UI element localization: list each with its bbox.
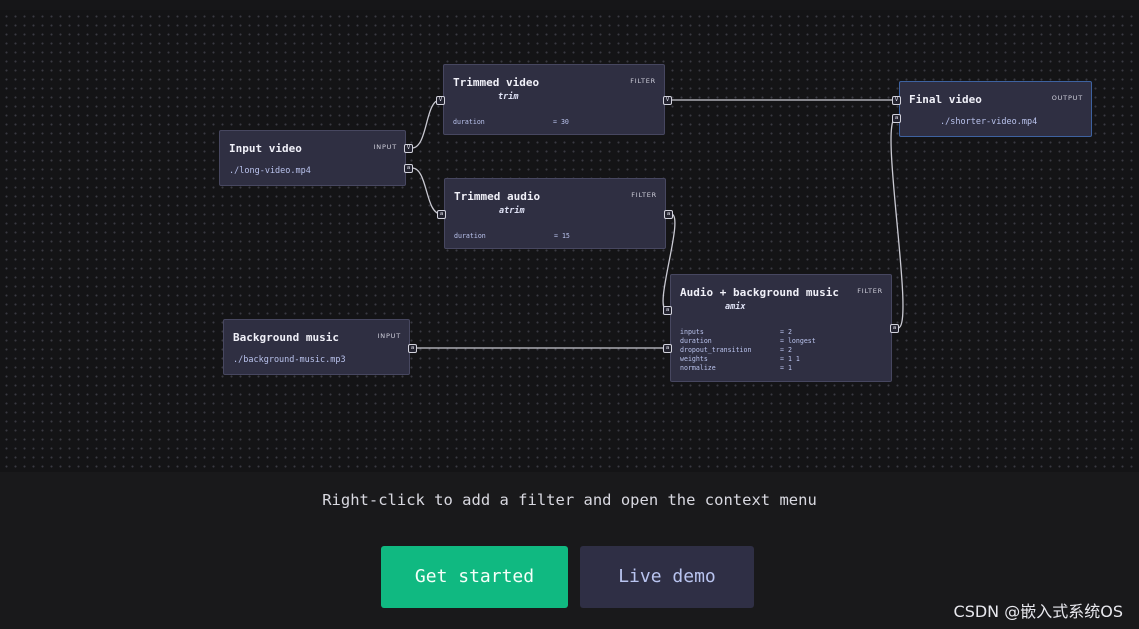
node-title: Final video [909, 93, 982, 106]
csdn-watermark: CSDN @嵌入式系统OS [953, 602, 1123, 621]
node-title: Trimmed audio [454, 190, 541, 203]
param-name: duration [453, 118, 485, 126]
param-name: dropout_transition [680, 346, 752, 354]
port-trim-out[interactable]: V [663, 96, 672, 105]
context-menu-hint: Right-click to add a filter and open the… [322, 491, 817, 509]
node-type-label: FILTER [630, 77, 656, 85]
node-type-label: FILTER [857, 287, 883, 295]
node-type-label: INPUT [377, 332, 401, 340]
output-file-path: ./shorter-video.mp4 [940, 117, 1038, 127]
node-audio-mix[interactable]: Audio + background music FILTER amix inp… [670, 274, 892, 382]
node-type-label: FILTER [631, 191, 657, 199]
node-background-music[interactable]: Background music INPUT ./background-musi… [223, 319, 410, 375]
param-name: duration [454, 232, 486, 240]
port-atrim-out[interactable]: a [664, 210, 673, 219]
port-input-video-out[interactable]: V [404, 144, 413, 153]
node-input-video[interactable]: Input video INPUT ./long-video.mp4 [219, 130, 406, 186]
port-atrim-in[interactable]: a [437, 210, 446, 219]
param-name: normalize [680, 364, 716, 372]
param-value[interactable]: = 2 [780, 328, 792, 336]
node-title: Audio + background music [680, 286, 839, 299]
filter-name: trim [498, 92, 519, 102]
filter-name: amix [725, 302, 746, 312]
top-strip [0, 0, 1139, 10]
node-title: Background music [233, 331, 339, 344]
param-name: inputs [680, 328, 704, 336]
node-trimmed-video[interactable]: Trimmed video FILTER trim duration = 30 [443, 64, 665, 135]
node-title: Trimmed video [453, 76, 540, 89]
graph-canvas[interactable]: Input video INPUT ./long-video.mp4 V a T… [0, 10, 1139, 472]
port-amix-in-2[interactable]: a [663, 344, 672, 353]
param-name: duration [680, 337, 712, 345]
param-value[interactable]: = longest [780, 337, 816, 345]
node-type-label: INPUT [373, 143, 397, 151]
param-value[interactable]: = 30 [553, 118, 569, 126]
filter-name: atrim [499, 206, 525, 216]
port-input-audio-out[interactable]: a [404, 164, 413, 173]
node-final-video[interactable]: Final video OUTPUT ./shorter-video.mp4 [899, 81, 1092, 137]
input-file-path: ./long-video.mp4 [229, 166, 311, 176]
node-title: Input video [229, 142, 302, 155]
port-trim-in[interactable]: V [436, 96, 445, 105]
wire-input-video-to-trim[interactable] [411, 99, 441, 149]
port-amix-in-1[interactable]: a [663, 306, 672, 315]
input-file-path: ./background-music.mp3 [233, 355, 346, 365]
connection-wires [411, 99, 904, 349]
param-name: weights [680, 355, 708, 363]
wire-input-audio-to-atrim[interactable] [411, 167, 442, 215]
live-demo-button[interactable]: Live demo [580, 546, 754, 608]
node-trimmed-audio[interactable]: Trimmed audio FILTER atrim duration = 15 [444, 178, 666, 249]
get-started-button[interactable]: Get started [381, 546, 568, 608]
param-value[interactable]: = 15 [554, 232, 570, 240]
port-final-audio-in[interactable]: a [892, 114, 901, 123]
param-value[interactable]: = 2 [780, 346, 792, 354]
wire-amix-to-final-audio[interactable] [890, 117, 904, 329]
param-value[interactable]: = 1 [780, 364, 792, 372]
port-final-video-in[interactable]: V [892, 96, 901, 105]
node-type-label: OUTPUT [1051, 94, 1083, 102]
port-music-audio-out[interactable]: a [408, 344, 417, 353]
port-amix-out[interactable]: a [890, 324, 899, 333]
param-value[interactable]: = 1 1 [780, 355, 800, 363]
